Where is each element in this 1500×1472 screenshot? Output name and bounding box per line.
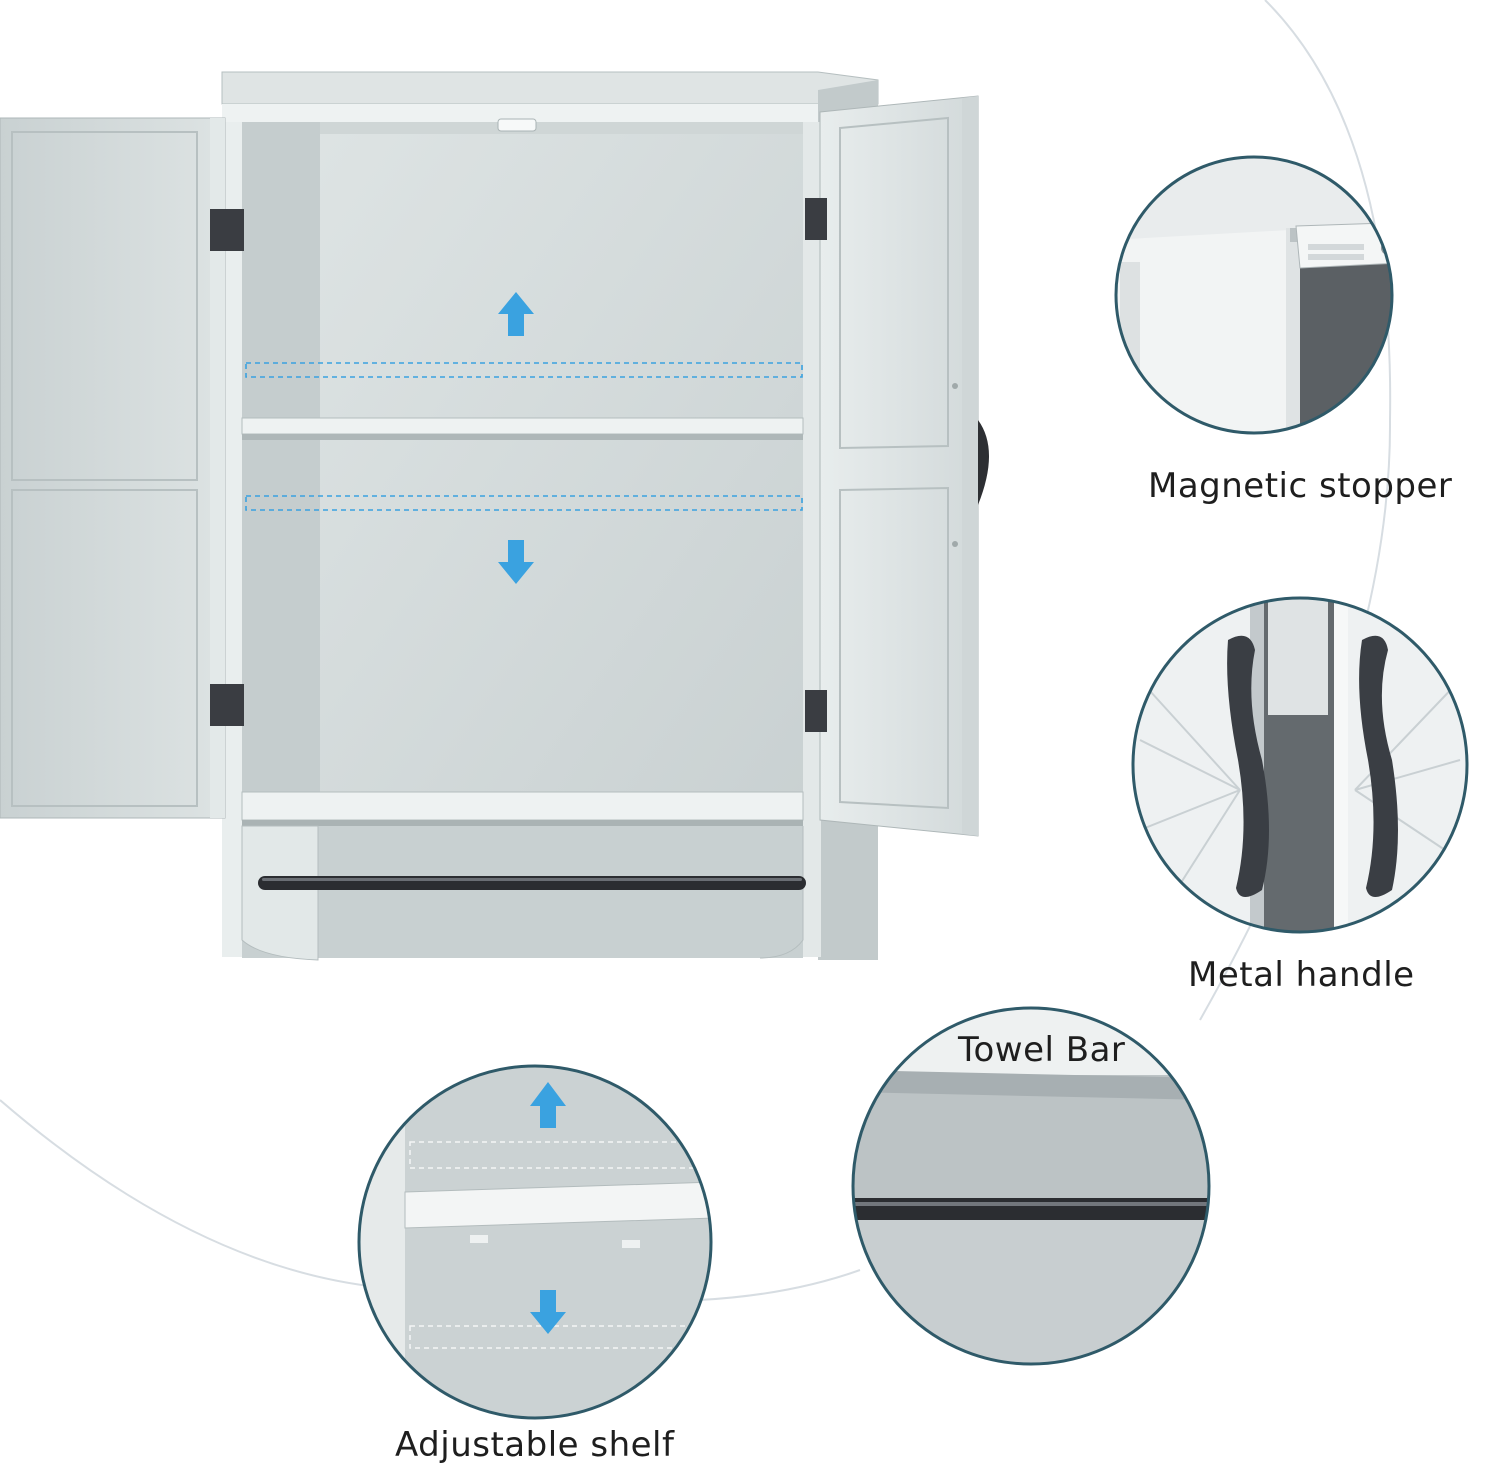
shelf-board [404, 1181, 711, 1229]
down-arrow-icon [498, 540, 534, 584]
cabinet-top [221, 71, 879, 105]
handle-right [1359, 635, 1398, 898]
handle-silhouette [978, 420, 989, 505]
metal-handle-label: Metal handle [1188, 955, 1415, 995]
towel-bar-rod [853, 1198, 1209, 1220]
down-arrow-icon [530, 1290, 566, 1334]
bottom-shelf [241, 791, 804, 821]
up-arrow-icon [530, 1082, 566, 1128]
shelf-position-guides [245, 362, 803, 511]
hinge [210, 684, 244, 726]
handle-left [1227, 635, 1269, 898]
hinge [210, 209, 244, 251]
adjustable-shelf-label: Adjustable shelf [395, 1425, 675, 1465]
up-arrow-icon [498, 292, 534, 336]
towel-bar-label: Towel Bar [958, 1030, 1126, 1070]
magnetic-stopper-label: Magnetic stopper [1148, 466, 1453, 506]
cabinet-illustration [0, 71, 989, 961]
adjustable-shelf-detail [357, 1064, 713, 1420]
hinge [805, 690, 827, 732]
hinge [805, 198, 827, 240]
right-door [819, 95, 989, 837]
cabinet-light [497, 118, 537, 132]
metal-handle-detail [1131, 596, 1469, 934]
left-door [0, 117, 226, 819]
middle-shelf [241, 417, 804, 435]
